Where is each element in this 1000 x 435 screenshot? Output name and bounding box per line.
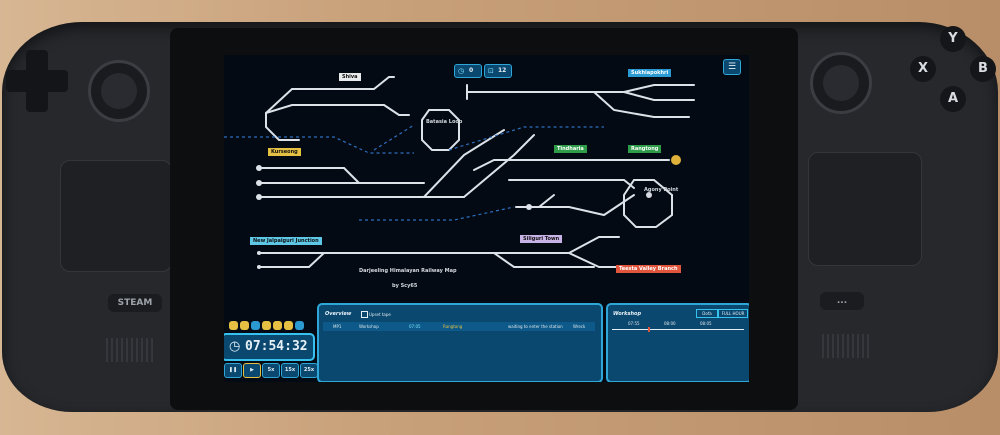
- station-teesta-valley[interactable]: Teesta Valley Branch: [616, 265, 681, 273]
- tool-strip: [229, 321, 309, 332]
- station-new-jalpaiguri[interactable]: New Jalpaiguri Junction: [250, 237, 322, 245]
- overview-title: Overview: [325, 311, 352, 317]
- train-small-icon: ⊡: [488, 67, 494, 75]
- left-trackpad[interactable]: [60, 160, 172, 272]
- overview-row[interactable]: MP1 Workshop 07:05 Rangtong waiting to e…: [323, 322, 595, 331]
- batasia-loop-label: Batasia Loop: [426, 119, 463, 125]
- station-sukhiapokhri[interactable]: Sukhiapokhri: [628, 69, 672, 77]
- station-shiva[interactable]: Shiva: [339, 73, 361, 81]
- row-location: Workshop: [359, 324, 379, 329]
- y-button[interactable]: Y: [940, 26, 966, 52]
- menu-button[interactable]: ☰: [723, 59, 741, 75]
- map-title: Darjeeling Himalayan Railway Map: [359, 268, 457, 274]
- map-author: by Scy65: [392, 283, 418, 289]
- dpad-vertical[interactable]: [26, 50, 48, 112]
- tool-button-2[interactable]: [240, 321, 249, 330]
- speed-25x-button[interactable]: 25x: [300, 363, 318, 378]
- upset-tape-label: Upset tape: [369, 312, 391, 317]
- workshop-title: Workshop: [613, 311, 642, 317]
- row-extra: Wreck: [573, 324, 586, 329]
- play-button[interactable]: ▶: [243, 363, 261, 378]
- steam-button[interactable]: STEAM: [108, 294, 162, 312]
- right-thumbstick[interactable]: [810, 52, 872, 114]
- tool-button-6[interactable]: [284, 321, 293, 330]
- counter-b-value: 12: [498, 67, 507, 74]
- clock-icon: ◷: [229, 339, 241, 354]
- clock-small-icon: ◷: [458, 67, 465, 75]
- row-id: MP1: [333, 324, 342, 329]
- time-3: 08:05: [700, 321, 712, 326]
- upset-tape-checkbox[interactable]: [361, 311, 368, 318]
- clock-panel: ◷ 07:54:32: [224, 333, 315, 361]
- speed-15x-button[interactable]: 15x: [281, 363, 299, 378]
- station-tindharia[interactable]: Tindharia: [554, 145, 587, 153]
- row-from: Rangtong: [443, 324, 463, 329]
- menu-icon: ☰: [727, 62, 737, 72]
- pause-button[interactable]: ❚❚: [224, 363, 242, 378]
- station-kurseong[interactable]: Kurseong: [268, 148, 301, 156]
- tool-button-7[interactable]: [295, 321, 304, 330]
- right-speaker-grille: [822, 334, 872, 358]
- clock-display: 07:54:32: [245, 339, 308, 354]
- counter-a-value: 0: [469, 67, 474, 74]
- tool-button-3[interactable]: [251, 321, 260, 330]
- workshop-panel: Workshop Dofa FULL HOUR 07:55 08:00 08:0…: [606, 303, 749, 382]
- station-rangtong[interactable]: Rangtong: [628, 145, 662, 153]
- full-hour-button[interactable]: FULL HOUR: [718, 309, 748, 318]
- tool-button-5[interactable]: [273, 321, 282, 330]
- tool-button-1[interactable]: [229, 321, 238, 330]
- pause-icon: ❚❚: [228, 367, 238, 373]
- row-status: waiting to enter the station: [508, 324, 563, 329]
- left-thumbstick[interactable]: [88, 60, 150, 122]
- speed-5x-button[interactable]: 5x: [262, 363, 280, 378]
- quick-access-button[interactable]: ...: [820, 292, 864, 310]
- play-icon: ▶: [250, 367, 254, 373]
- agony-point-label: Agony Point: [644, 187, 679, 193]
- header-counter-a[interactable]: ◷ 0: [454, 64, 482, 78]
- workshop-select[interactable]: Dofa: [696, 309, 718, 318]
- game-screen: ◷ 0 ⊡ 12 ☰: [224, 55, 749, 382]
- time-1: 07:55: [628, 321, 640, 326]
- timeline-bar: [612, 329, 744, 330]
- time-2: 08:00: [664, 321, 676, 326]
- a-button[interactable]: A: [940, 86, 966, 112]
- overview-panel: Overview Upset tape MP1 Workshop 07:05 R…: [317, 303, 603, 382]
- x-button[interactable]: X: [910, 56, 936, 82]
- timeline-marker: [648, 327, 650, 332]
- row-clock: 07:05: [409, 324, 421, 329]
- station-siliguri-town[interactable]: Siliguri Town: [520, 235, 563, 243]
- tool-button-4[interactable]: [262, 321, 271, 330]
- b-button[interactable]: B: [970, 56, 996, 82]
- header-counter-b[interactable]: ⊡ 12: [484, 64, 512, 78]
- track-map: [224, 76, 695, 269]
- right-trackpad[interactable]: [808, 152, 922, 266]
- left-speaker-grille: [106, 338, 156, 362]
